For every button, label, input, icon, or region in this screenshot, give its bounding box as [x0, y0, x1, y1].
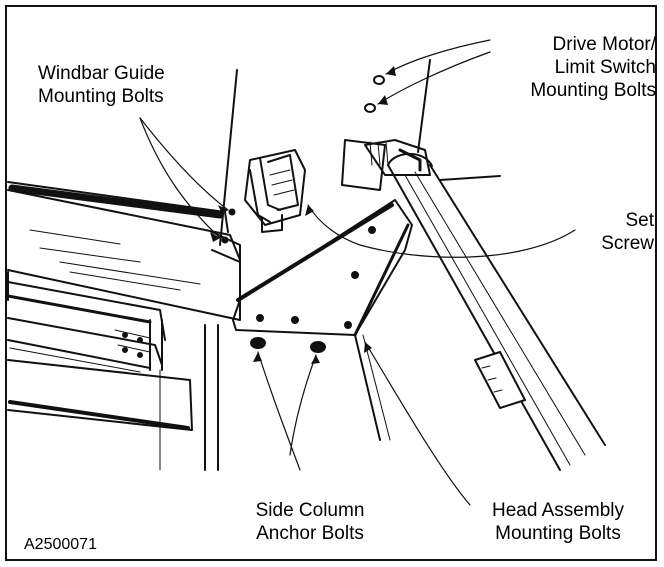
figure-border [5, 5, 657, 561]
windbar-label-line-2: Mounting Bolts [38, 86, 164, 107]
leader-set-screw [307, 204, 576, 258]
leader-arrowheads [210, 66, 396, 364]
leader-drive-1 [385, 39, 491, 75]
drive-motor-mount [341, 59, 501, 191]
drive-label-line-1: Drive Motor/ [552, 34, 656, 55]
drive-motor-label: Drive Motor/ Limit Switch Mounting Bolts [480, 33, 656, 102]
head-assembly-label-line-1: Head Assembly [491, 500, 624, 521]
figure-code: A2500071 [24, 536, 97, 553]
leader-side-column-1 [257, 351, 301, 471]
drive-label-line-3: Mounting Bolts [530, 80, 656, 101]
set-screw-part [244, 149, 306, 233]
windbar-guide-label: Windbar Guide Mounting Bolts [38, 62, 165, 108]
drive-label-line-2: Limit Switch [554, 57, 656, 78]
windbar-label-line-1: Windbar Guide [38, 63, 165, 84]
set-screw-label: Set Screw [560, 209, 654, 255]
head-assembly-label: Head Assembly Mounting Bolts [462, 499, 654, 545]
set-screw-label-line-1: Set [625, 210, 654, 231]
side-column-label: Side Column Anchor Bolts [230, 499, 390, 545]
side-column [354, 152, 606, 471]
leader-head-assembly [364, 341, 471, 506]
head-mounting-plate [211, 199, 413, 337]
leader-windbar-1 [139, 117, 229, 211]
side-column-label-line-1: Side Column [255, 500, 365, 521]
set-screw-label-line-2: Screw [601, 233, 654, 254]
left-posts [159, 69, 238, 471]
windbar-assembly [6, 181, 241, 431]
anchor-bolts [250, 337, 326, 353]
leader-windbar-2 [139, 117, 221, 239]
side-column-label-line-2: Anchor Bolts [256, 523, 364, 544]
leader-side-column-2 [289, 354, 317, 456]
leader-drive-2 [377, 51, 491, 105]
head-assembly-label-line-2: Mounting Bolts [495, 523, 621, 544]
